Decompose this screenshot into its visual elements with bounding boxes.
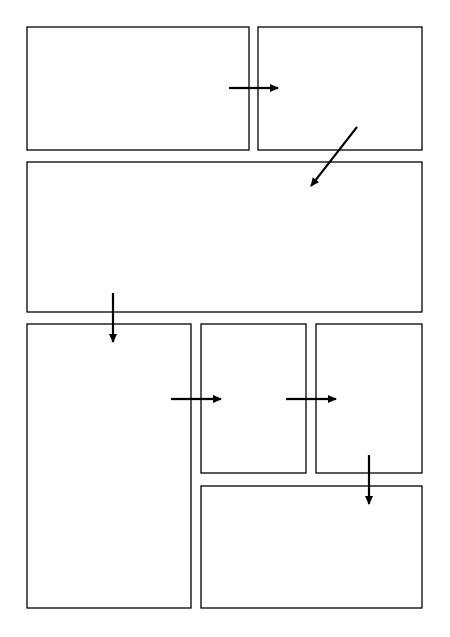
arrow-panel-2-to-panel-3 [310, 126, 358, 187]
panel-2 [257, 26, 423, 151]
panel-1 [26, 26, 250, 151]
panel-7 [200, 485, 423, 609]
panel-3 [26, 161, 423, 313]
panel-4 [26, 323, 192, 609]
